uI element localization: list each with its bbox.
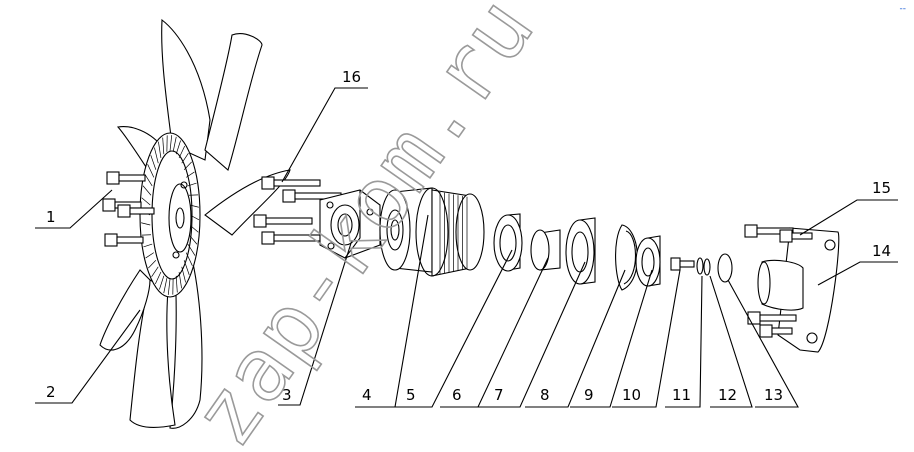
label-16: 16: [342, 68, 361, 86]
bushing: [530, 229, 561, 271]
snap-ring: [615, 224, 638, 291]
label-14: 14: [872, 242, 891, 260]
fan-clutch-ring-inner: [151, 150, 193, 280]
washers: [696, 257, 711, 276]
spacer-flange: [319, 189, 381, 259]
callout-labels: 1 2 3 4 5 6 7 8 9 10 11 12 13 14 15 16: [46, 68, 891, 404]
fan-hub-center: [175, 207, 185, 229]
bracket-bolts: [744, 224, 813, 338]
bolt-16c: [253, 214, 313, 228]
fan-hub: [168, 183, 192, 253]
bolt-15d: [759, 324, 793, 338]
label-11: 11: [672, 386, 691, 404]
label-2: 2: [46, 383, 56, 401]
bolt-16a: [261, 176, 321, 190]
label-1: 1: [46, 208, 56, 226]
bearing-large: [493, 213, 523, 272]
label-9: 9: [584, 386, 594, 404]
label-6: 6: [452, 386, 462, 404]
corner-mark: ‐‐: [899, 4, 907, 14]
label-7: 7: [494, 386, 504, 404]
fan-blade-upper-right: [204, 33, 263, 171]
label-3: 3: [282, 386, 292, 404]
bolt-1c: [117, 204, 155, 218]
pulley-hub: [379, 187, 433, 273]
bolt-15a: [744, 224, 794, 238]
hub-bolts: [253, 176, 342, 245]
label-15: 15: [872, 179, 891, 197]
seal: [635, 235, 661, 287]
fan-blade-left: [99, 269, 151, 351]
fan-blade-top: [161, 18, 211, 161]
label-13: 13: [764, 386, 783, 404]
leaders: [35, 87, 898, 408]
pulley: [415, 187, 485, 277]
fan-clutch-fins: [140, 135, 200, 295]
label-5: 5: [406, 386, 416, 404]
fan-blade-bottom: [129, 279, 176, 428]
label-10: 10: [622, 386, 641, 404]
small-bolt: [670, 257, 695, 271]
fan-bolts: [102, 171, 155, 247]
disc-washer: [717, 253, 733, 283]
fan-hub-bolt-top: [180, 181, 188, 189]
bearing-medium: [565, 217, 596, 285]
bolt-1d: [104, 233, 144, 247]
label-8: 8: [540, 386, 550, 404]
bolt-15b: [779, 229, 813, 243]
label-4: 4: [362, 386, 372, 404]
label-12: 12: [718, 386, 737, 404]
bolt-16b: [282, 189, 342, 203]
bolt-1a: [106, 171, 146, 185]
fan-hub-bolt-bottom: [172, 251, 180, 259]
